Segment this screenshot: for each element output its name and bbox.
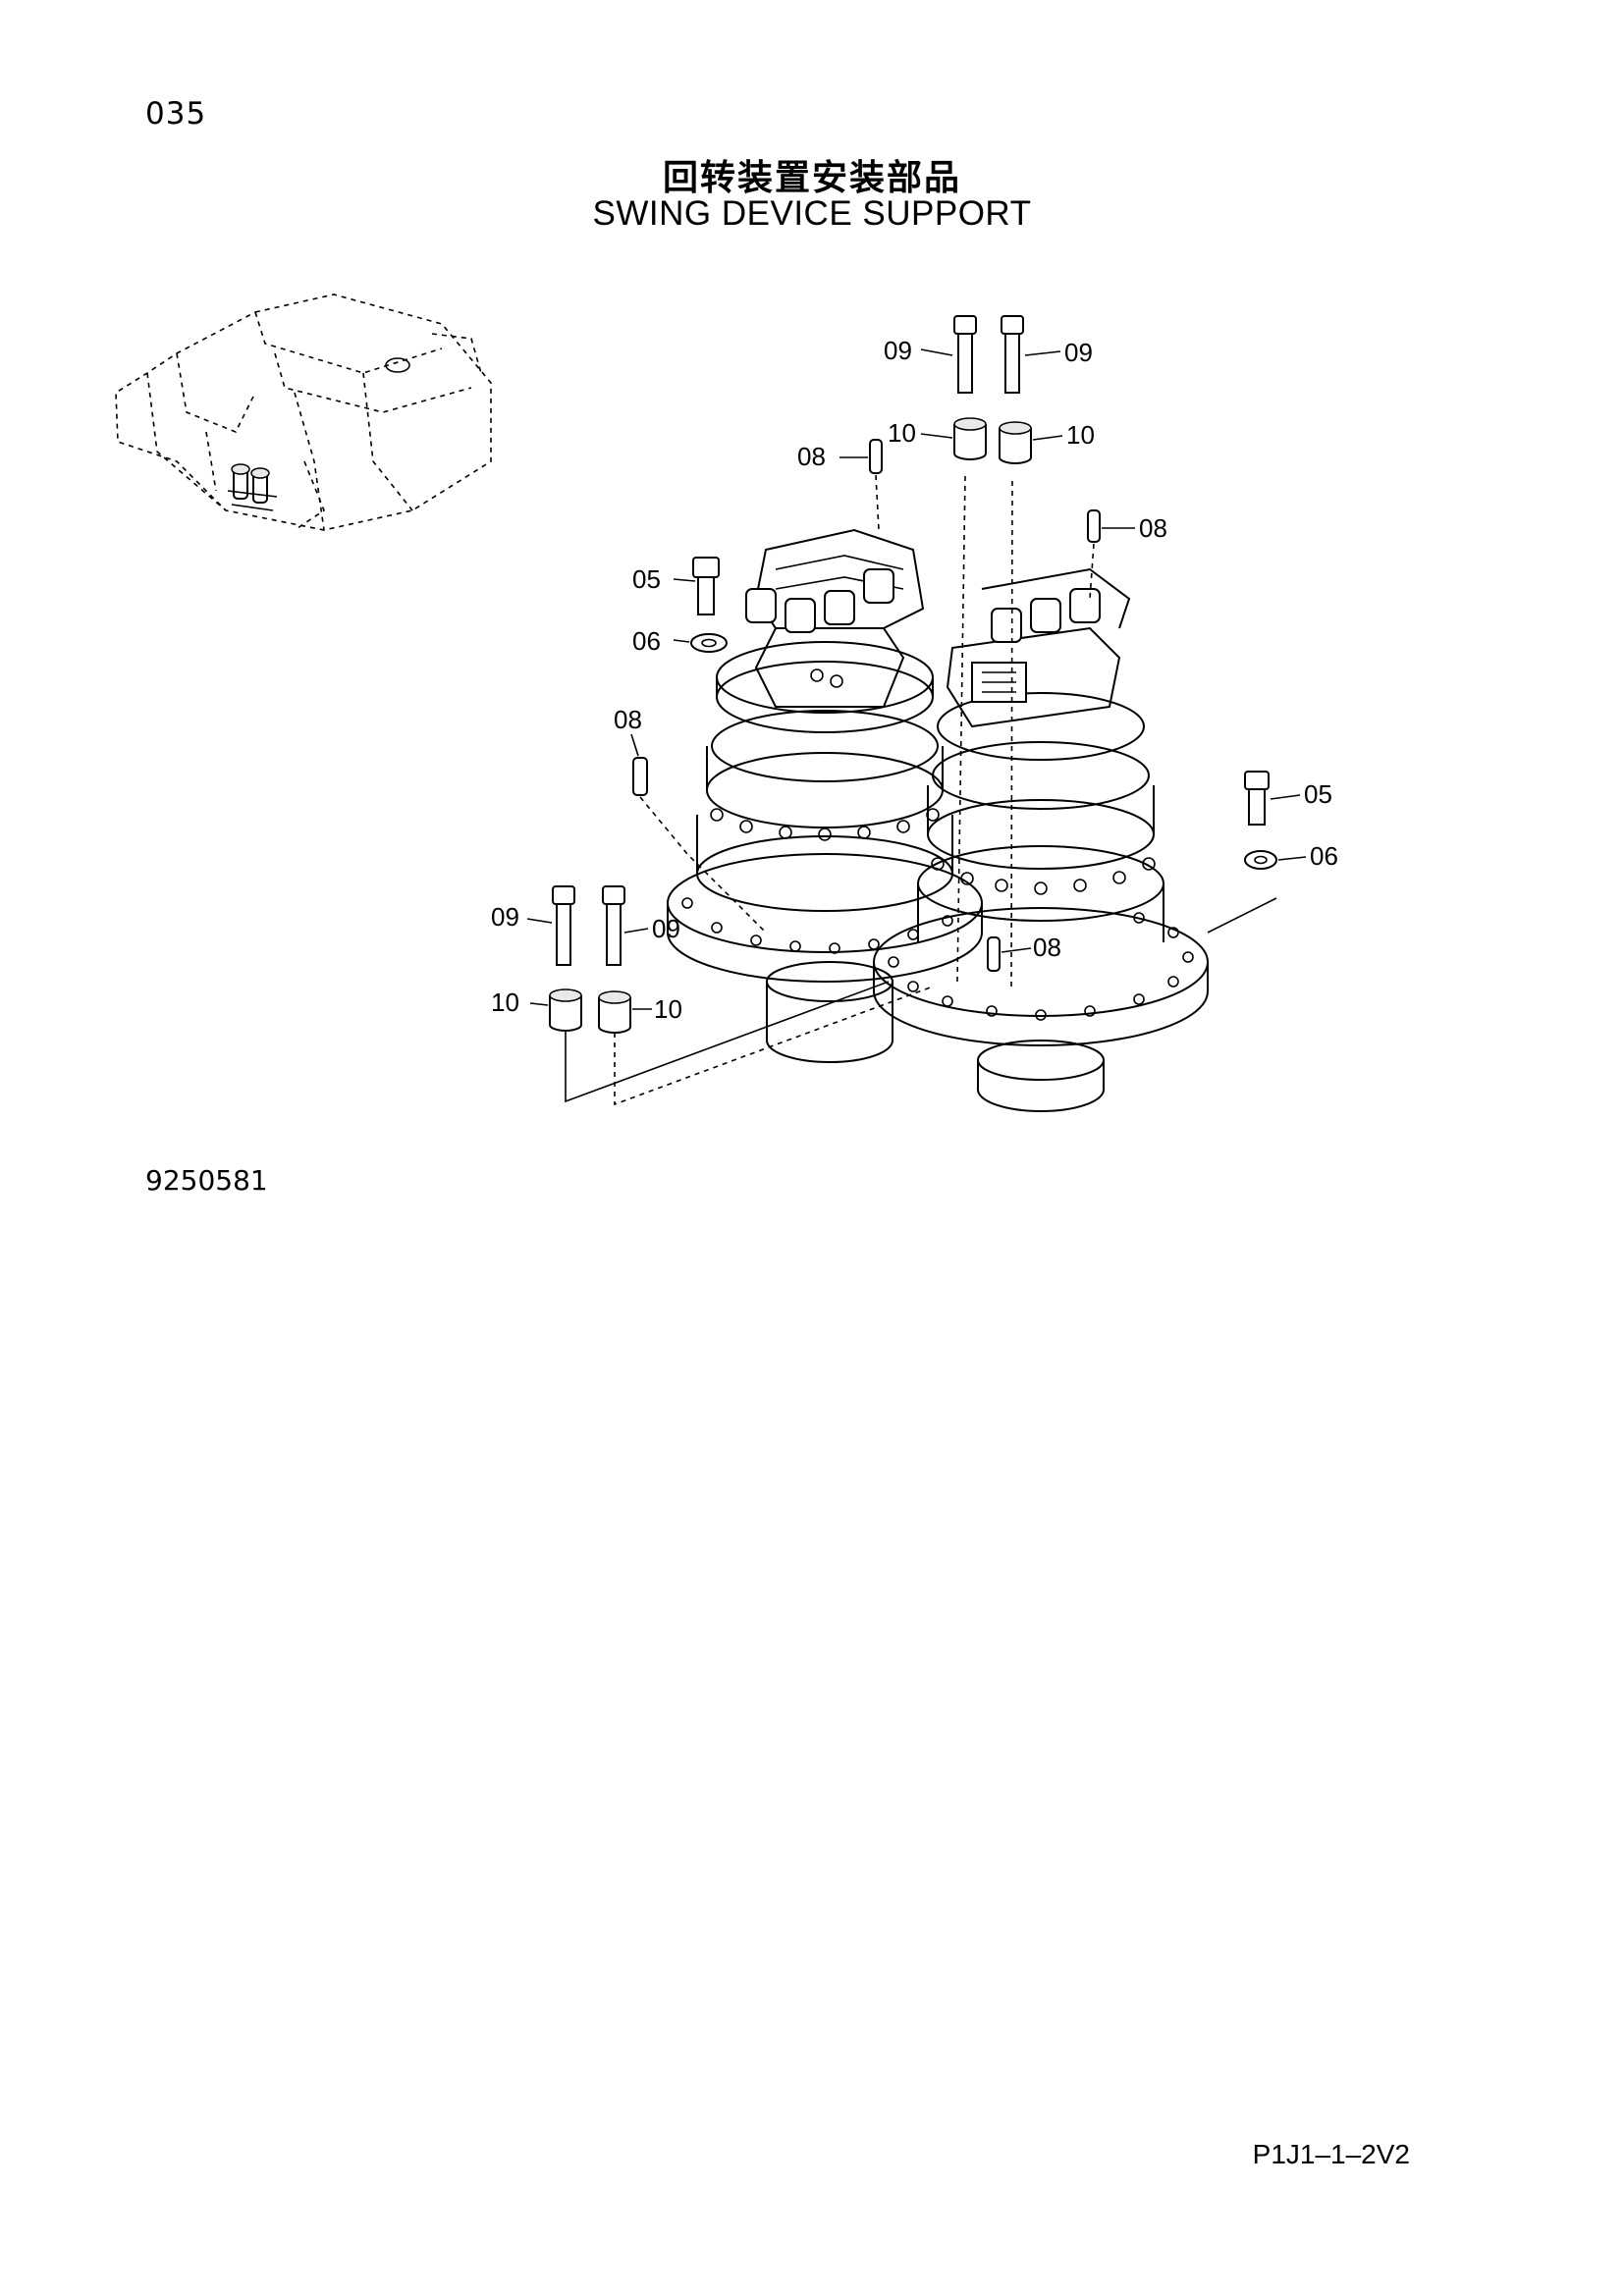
spacer-10-top-right xyxy=(999,421,1032,464)
callout-06-right: 06 xyxy=(1310,841,1338,871)
spacer-10-top-left xyxy=(953,417,987,460)
callout-08-top: 08 xyxy=(797,442,826,471)
locator-thumbnail xyxy=(115,294,492,531)
right-swing-motor xyxy=(873,567,1209,1112)
pin-08-left xyxy=(632,757,648,796)
callout-09-bottom-left: 09 xyxy=(491,902,519,932)
pin-08-top xyxy=(869,439,883,474)
swing-device-assembly xyxy=(526,315,1307,1112)
bolt-05-right xyxy=(1244,771,1270,826)
pin-08-center xyxy=(987,936,1001,972)
page-code: P1J1–1–2V2 xyxy=(1252,2139,1410,2169)
bolt-09-bottom-right xyxy=(602,885,625,966)
spacer-10-bottom-right xyxy=(598,990,631,1034)
page-title-chinese: 回转装置安装部品 xyxy=(662,158,961,198)
drawing-number: 9250581 xyxy=(145,1164,268,1197)
bolt-09-bottom-left xyxy=(552,885,575,966)
page-title-english: SWING DEVICE SUPPORT xyxy=(592,194,1032,233)
callout-10-bottom-right: 10 xyxy=(654,994,682,1024)
callout-08-right: 08 xyxy=(1139,513,1167,543)
pin-08-right xyxy=(1087,509,1101,543)
bolt-05-left xyxy=(692,557,720,615)
spacer-10-bottom-left xyxy=(549,988,582,1032)
callout-10-top-left: 10 xyxy=(888,418,916,448)
callout-08-left: 08 xyxy=(614,705,642,734)
callout-09-top-left: 09 xyxy=(884,336,912,365)
washer-06-left xyxy=(690,633,728,653)
callout-05-left: 05 xyxy=(632,564,661,594)
washer-06-right xyxy=(1244,850,1277,870)
callout-05-right: 05 xyxy=(1304,779,1332,809)
callout-06-left: 06 xyxy=(632,626,661,656)
bolt-09-top-left xyxy=(953,315,977,394)
left-swing-motor xyxy=(667,528,983,1063)
callout-10-top-right: 10 xyxy=(1066,420,1095,450)
bolt-09-top-right xyxy=(1001,315,1024,394)
callout-10-bottom-left: 10 xyxy=(491,988,519,1017)
callout-08-center: 08 xyxy=(1033,933,1061,962)
callout-09-bottom-right: 09 xyxy=(652,914,680,943)
callout-09-top-right: 09 xyxy=(1064,338,1093,367)
page-number: 035 xyxy=(145,96,207,132)
